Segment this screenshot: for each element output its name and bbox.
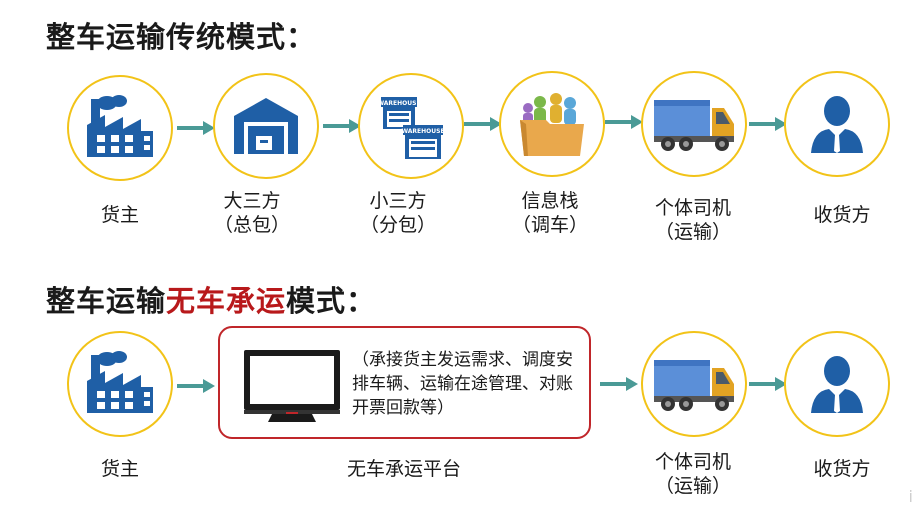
label-line: 收货方 xyxy=(813,458,871,480)
label-line: 收货方 xyxy=(813,204,871,226)
warehouse-sign: WAREHOUSE xyxy=(401,128,444,135)
label-line: （运输） xyxy=(654,475,732,497)
flow-arrow xyxy=(177,121,215,135)
flow-arrow xyxy=(605,115,643,129)
info-station-node xyxy=(499,71,605,177)
consignee-node xyxy=(784,331,890,437)
node-label-driver: 个体司机 （运输） xyxy=(655,450,731,498)
warehouse-sign: WAREHOUSE xyxy=(377,100,420,107)
folder-people-icon xyxy=(516,90,588,158)
node-label-platform: 无车承运平台 xyxy=(347,457,461,481)
shipper-node xyxy=(67,331,173,437)
label-line: 大三方 xyxy=(223,190,281,212)
modern-mode-title: 整车运输无车承运模式： xyxy=(46,278,376,320)
truck-icon xyxy=(652,354,736,414)
title-highlight: 无车承运 xyxy=(166,284,287,318)
consignee-node xyxy=(784,71,890,177)
driver-node xyxy=(641,71,747,177)
flow-arrow xyxy=(177,379,215,393)
node-label-driver: 个体司机 （运输） xyxy=(655,196,731,244)
label-line: 小三方 xyxy=(369,190,427,212)
flow-arrow xyxy=(464,117,502,131)
title-suffix: 模式： xyxy=(286,284,377,318)
node-label-subcontractor: 小三方 （分包） xyxy=(360,189,436,237)
label-line: （总包） xyxy=(213,214,291,236)
truck-icon xyxy=(652,94,736,154)
flow-arrow xyxy=(749,117,787,131)
businessman-icon xyxy=(807,93,867,155)
label-line: （调车） xyxy=(511,214,589,236)
label-line: 货主 xyxy=(100,458,140,480)
no-vehicle-carrier-platform-box: （承接货主发运需求、调度安排车辆、运输在途管理、对账开票回款等） xyxy=(218,326,591,439)
monitor-icon xyxy=(242,348,342,428)
label-line: （分包） xyxy=(359,214,437,236)
label-line: 信息栈 xyxy=(521,190,579,212)
shipper-node xyxy=(67,75,173,181)
platform-description: （承接货主发运需求、调度安排车辆、运输在途管理、对账开票回款等） xyxy=(352,350,573,418)
label-line: 个体司机 xyxy=(654,451,732,473)
watermark: i xyxy=(908,487,913,506)
subcontractor-node: WAREHOUSE WAREHOUSE xyxy=(358,73,464,179)
node-label-shipper: 货主 xyxy=(101,457,139,481)
label-line: 货主 xyxy=(100,204,140,226)
title-prefix: 整车运输 xyxy=(46,284,167,318)
label-line: 个体司机 xyxy=(654,197,732,219)
node-label-consignee: 收货方 xyxy=(813,457,870,481)
flow-arrow xyxy=(749,377,787,391)
node-label-general-contractor: 大三方 （总包） xyxy=(214,189,290,237)
label-line: （运输） xyxy=(654,221,732,243)
node-label-consignee: 收货方 xyxy=(813,203,870,227)
small-warehouse-icon: WAREHOUSE WAREHOUSE xyxy=(375,91,447,161)
businessman-icon xyxy=(807,353,867,415)
flow-arrow xyxy=(323,119,361,133)
warehouse-icon xyxy=(232,94,300,158)
label-line: 无车承运平台 xyxy=(346,458,462,480)
factory-icon xyxy=(85,95,155,161)
factory-icon xyxy=(85,351,155,417)
flow-arrow xyxy=(600,377,638,391)
traditional-mode-title: 整车运输传统模式： xyxy=(46,20,317,54)
node-label-info-station: 信息栈 （调车） xyxy=(512,189,588,237)
general-contractor-node xyxy=(213,73,319,179)
node-label-shipper: 货主 xyxy=(101,203,139,227)
driver-node xyxy=(641,331,747,437)
